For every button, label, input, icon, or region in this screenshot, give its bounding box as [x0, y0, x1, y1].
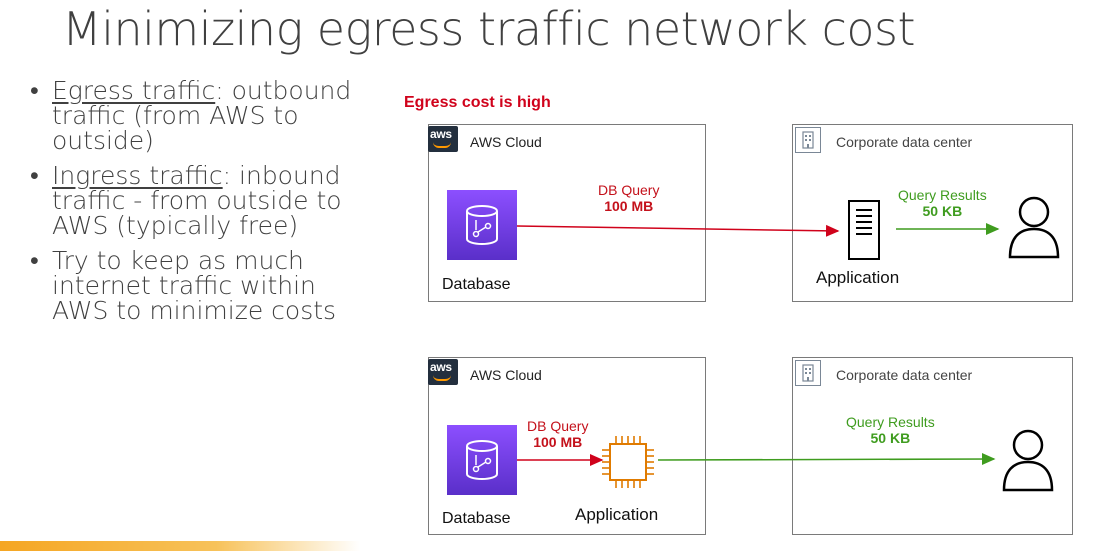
aws-logo-icon: aws — [428, 359, 458, 385]
query-results-size: 50 KB — [870, 430, 911, 446]
bullet-term: Egress traffic — [52, 76, 216, 105]
bullet-ingress: • Ingress traffic: inbound traffic - fro… — [28, 163, 368, 238]
bullet-dot: • — [30, 246, 39, 275]
db-query-label-2: DB Query 100 MB — [527, 418, 588, 450]
user-icon — [1002, 429, 1054, 492]
bullet-dot: • — [30, 76, 39, 105]
egress-cost-label: Egress cost is high — [404, 94, 551, 111]
building-icon — [795, 360, 821, 386]
corporate-dc-label-2: Corporate data center — [836, 367, 973, 383]
database-label-1: Database — [442, 276, 511, 293]
db-query-size: 100 MB — [533, 434, 583, 450]
db-query-size: 100 MB — [604, 198, 654, 214]
database-label-2: Database — [442, 510, 511, 527]
query-results-size: 50 KB — [922, 203, 963, 219]
query-results-label-1: Query Results 50 KB — [898, 187, 987, 219]
query-results-text: Query Results — [846, 414, 935, 430]
bullet-term: Ingress traffic — [52, 161, 223, 190]
server-icon — [848, 200, 880, 260]
bullet-text: : outbound traffic (from AWS to outside) — [52, 76, 352, 155]
user-icon — [1008, 196, 1060, 259]
application-label-1: Application — [816, 268, 900, 287]
db-query-label-1: DB Query 100 MB — [598, 182, 659, 214]
building-icon — [795, 127, 821, 153]
corporate-dc-box-2 — [792, 357, 1073, 535]
bullet-dot: • — [30, 161, 39, 190]
bullet-keep-in-aws: • Try to keep as much internet traffic w… — [28, 248, 368, 323]
query-results-text: Query Results — [898, 187, 987, 203]
database-icon — [447, 425, 517, 495]
bullet-egress: • Egress traffic: outbound traffic (from… — [28, 78, 368, 153]
corporate-dc-label-1: Corporate data center — [836, 134, 973, 150]
db-query-text: DB Query — [598, 182, 660, 198]
ec2-chip-icon — [602, 436, 654, 488]
aws-logo-text: aws — [430, 127, 452, 141]
application-label-2: Application — [575, 505, 659, 524]
aws-cloud-label-1: AWS Cloud — [470, 134, 542, 150]
aws-cloud-label-2: AWS Cloud — [470, 367, 542, 383]
corporate-dc-box-1 — [792, 124, 1073, 302]
database-icon — [447, 190, 517, 260]
bullet-text: : inbound traffic - from outside to AWS … — [52, 161, 342, 240]
bullet-list: • Egress traffic: outbound traffic (from… — [28, 78, 368, 333]
bullet-text: Try to keep as much internet traffic wit… — [52, 246, 337, 325]
aws-logo-text: aws — [430, 360, 452, 374]
query-results-label-2: Query Results 50 KB — [846, 414, 935, 446]
page-title: Minimizing egress traffic network cost — [62, 2, 916, 56]
footer-accent-bar — [0, 541, 360, 551]
aws-logo-icon: aws — [428, 126, 458, 152]
db-query-text: DB Query — [527, 418, 589, 434]
